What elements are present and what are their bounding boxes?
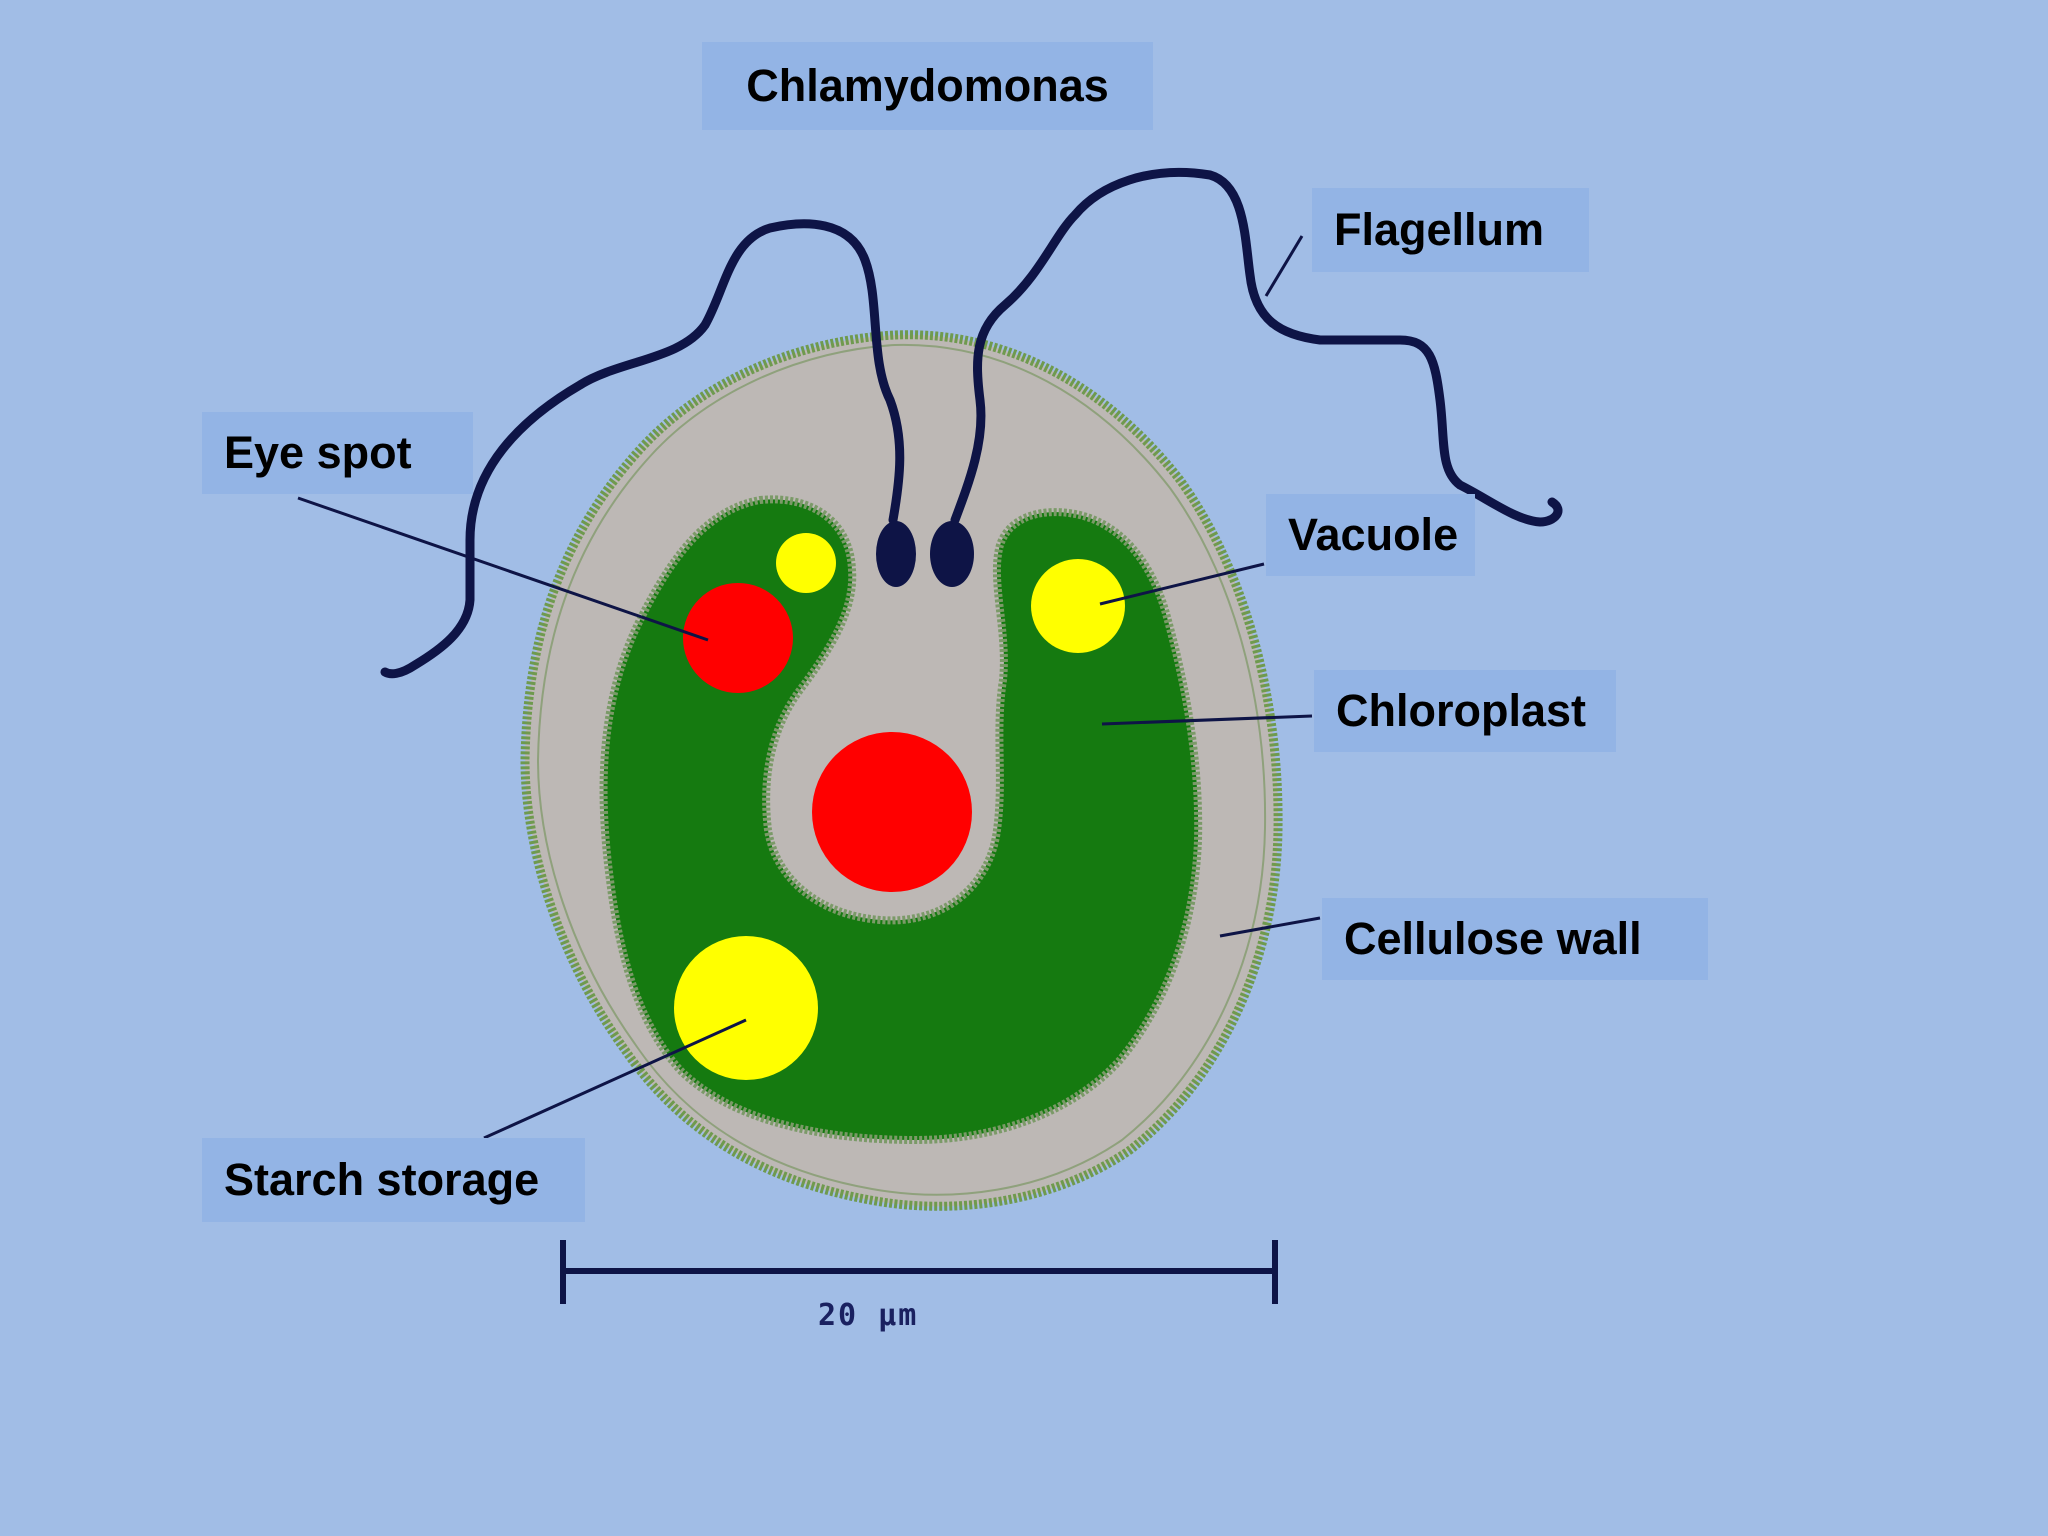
- small-vacuole: [776, 533, 836, 593]
- label-chloroplast: Chloroplast: [1314, 670, 1616, 752]
- label-cellulose-wall-text: Cellulose wall: [1344, 913, 1642, 964]
- nucleus: [812, 732, 972, 892]
- leader-vacuole: [1099, 562, 1265, 606]
- diagram-title-text: Chlamydomonas: [746, 60, 1109, 111]
- label-starch-storage-text: Starch storage: [224, 1154, 540, 1205]
- leader-starch-storage: [483, 1018, 747, 1140]
- label-starch-storage: Starch storage: [202, 1138, 585, 1222]
- label-vacuole-text: Vacuole: [1288, 509, 1459, 560]
- label-chloroplast-text: Chloroplast: [1336, 685, 1587, 736]
- leader-flagellum: [1264, 235, 1304, 297]
- scale-bar-label: 20 µm: [818, 1298, 918, 1333]
- leader-eye-spot: [297, 496, 709, 642]
- label-cellulose-wall: Cellulose wall: [1322, 898, 1708, 980]
- basal-body-left: [876, 521, 916, 587]
- leader-chloroplast: [1101, 714, 1313, 726]
- eye-spot: [683, 583, 793, 693]
- label-flagellum: Flagellum: [1312, 188, 1589, 272]
- label-vacuole: Vacuole: [1266, 494, 1475, 576]
- diagram-title: Chlamydomonas: [702, 42, 1153, 130]
- label-flagellum-text: Flagellum: [1334, 204, 1545, 255]
- basal-body-right: [930, 521, 974, 587]
- label-eye-spot: Eye spot: [202, 412, 473, 494]
- label-eye-spot-text: Eye spot: [224, 427, 412, 478]
- scale-bar-label-text: 20 µm: [818, 1298, 919, 1333]
- cell-membrane: [536, 343, 1267, 1196]
- leader-cellulose-wall: [1219, 916, 1321, 938]
- starch-granule: [674, 936, 818, 1080]
- vacuole: [1031, 559, 1125, 653]
- flagellum-left: [380, 219, 905, 679]
- flagellum-right: [950, 167, 1563, 527]
